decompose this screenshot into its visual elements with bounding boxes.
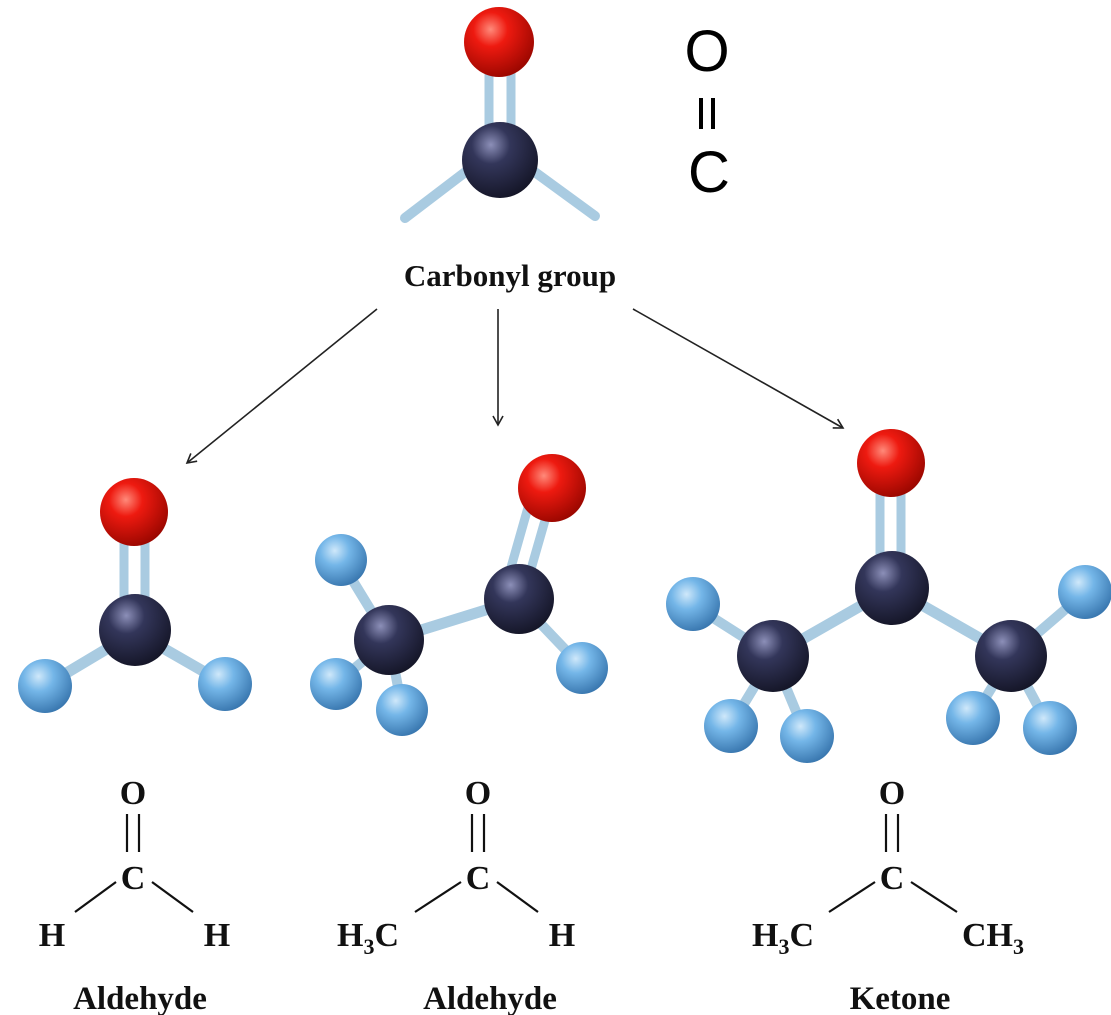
hydrogen-atom xyxy=(376,684,428,736)
formula-bond xyxy=(74,881,117,913)
formula-left-group: H3C xyxy=(752,917,814,959)
oxygen-atom xyxy=(857,429,925,497)
carbon-atom xyxy=(99,594,171,666)
hydrogen-atom xyxy=(310,658,362,710)
formula-bond xyxy=(496,881,539,913)
hydrogen-atom xyxy=(556,642,608,694)
formula-bond xyxy=(414,881,462,913)
compound-name: Aldehyde xyxy=(423,981,557,1015)
arrows xyxy=(185,308,845,465)
hydrogen-atom xyxy=(946,691,1000,745)
formula-formaldehyde: O C H H Aldehyde xyxy=(39,775,230,1015)
oxygen-atom xyxy=(464,7,534,77)
hydrogen-atom xyxy=(18,659,72,713)
formula-right-group: CH3 xyxy=(962,917,1024,959)
formula-right-group: H xyxy=(204,917,230,954)
formula-left-group: H3C xyxy=(337,917,399,959)
formula-carbon: C xyxy=(121,860,146,897)
carbon-atom xyxy=(354,605,424,675)
formula-oxygen: O xyxy=(465,775,491,812)
carbon-atom xyxy=(975,620,1047,692)
compound-name: Aldehyde xyxy=(73,981,207,1015)
carbon-atom xyxy=(462,122,538,198)
oxygen-atom xyxy=(100,478,168,546)
hydrogen-atom xyxy=(780,709,834,763)
formula-left-group: H xyxy=(39,917,65,954)
hydrogen-atom xyxy=(198,657,252,711)
symbol-carbon: C xyxy=(688,140,730,205)
bond xyxy=(527,165,600,221)
model-formaldehyde xyxy=(18,478,252,713)
formula-carbon: C xyxy=(466,860,491,897)
arrow-left xyxy=(185,308,378,465)
carbonyl-group-label: Carbonyl group xyxy=(404,258,616,293)
carbonyl-symbol: O C xyxy=(684,19,730,205)
formula-right-group: H xyxy=(549,917,575,954)
hydrogen-atom xyxy=(315,534,367,586)
symbol-oxygen: O xyxy=(684,19,729,84)
model-acetaldehyde xyxy=(310,454,608,736)
oxygen-atom xyxy=(518,454,586,522)
carbon-atom xyxy=(484,564,554,634)
arrow-right xyxy=(632,308,845,429)
hydrogen-atom xyxy=(1023,701,1077,755)
formula-bond xyxy=(151,881,194,913)
formula-ketone: O C H3C CH3 Ketone xyxy=(752,775,1024,1015)
formula-bond xyxy=(828,881,876,913)
carbon-atom xyxy=(855,551,929,625)
hydrogen-atom xyxy=(1058,565,1111,619)
bond xyxy=(400,165,473,223)
formula-oxygen: O xyxy=(120,775,146,812)
formula-bond xyxy=(910,881,958,913)
hydrogen-atom xyxy=(666,577,720,631)
top-carbonyl-model xyxy=(400,7,600,223)
model-acetone xyxy=(666,429,1111,763)
compound-name: Ketone xyxy=(850,981,951,1015)
hydrogen-atom xyxy=(704,699,758,753)
formula-oxygen: O xyxy=(879,775,905,812)
formula-acetaldehyde: O C H3C H Aldehyde xyxy=(337,775,575,1015)
carbon-atom xyxy=(737,620,809,692)
formula-carbon: C xyxy=(880,860,905,897)
